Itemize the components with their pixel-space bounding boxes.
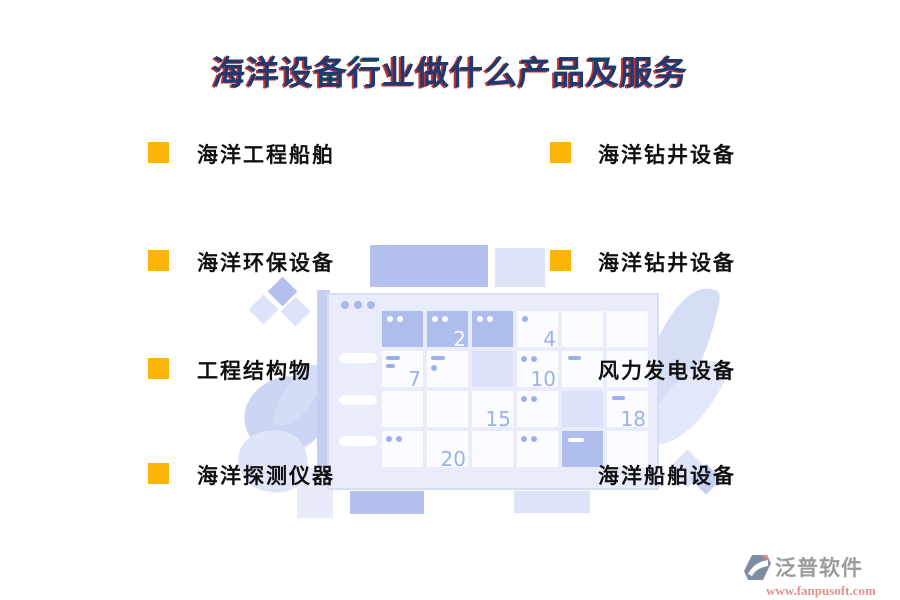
calendar-illustration: 2 4 7 10 <box>327 293 659 490</box>
calendar-day: 2 <box>453 327 466 351</box>
calendar-cell <box>607 311 648 347</box>
deco-rect-bottom-light <box>514 491 590 513</box>
bullet-square <box>148 142 169 163</box>
calendar-day: 18 <box>620 407 646 431</box>
calendar-cell <box>472 351 513 387</box>
deco-strip-left <box>317 290 330 516</box>
calendar-cell <box>607 431 648 467</box>
brand-name: 泛普软件 <box>775 556 863 580</box>
calendar-cell: 10 <box>517 351 558 391</box>
brand-url: www.fanpusoft.com <box>766 583 876 598</box>
calendar-cell <box>562 391 603 427</box>
calendar-cell <box>517 391 558 427</box>
calendar-cell <box>607 351 648 387</box>
calendar-side-pill <box>339 353 377 363</box>
bullet-square <box>550 250 571 271</box>
bullet-square <box>148 358 169 379</box>
deco-rect-top <box>370 245 488 287</box>
item-left-2: 海洋环保设备 <box>197 251 335 275</box>
calendar-cell: 2 <box>427 311 468 351</box>
calendar-cell <box>472 431 513 467</box>
calendar-cell <box>382 311 423 347</box>
calendar-day: 7 <box>408 367 421 391</box>
bullet-square <box>148 463 169 484</box>
calendar-cell <box>427 391 468 427</box>
item-right-2: 海洋钻井设备 <box>598 251 736 275</box>
bullet-square <box>550 142 571 163</box>
calendar-cell <box>472 311 513 347</box>
window-dot <box>354 301 362 309</box>
calendar-cell: 18 <box>607 391 648 431</box>
calendar-cell <box>562 311 603 347</box>
item-right-3: 风力发电设备 <box>598 359 736 383</box>
calendar-cell: 4 <box>517 311 558 351</box>
item-left-1: 海洋工程船舶 <box>197 143 335 167</box>
item-left-4: 海洋探测仪器 <box>197 464 335 488</box>
page-title: 海洋设备行业做什么产品及服务 <box>212 56 688 92</box>
calendar-day: 4 <box>543 327 556 351</box>
calendar-cell <box>382 431 423 467</box>
deco-diamond-light-1 <box>248 294 279 325</box>
calendar-day: 10 <box>530 367 556 391</box>
calendar-cell <box>517 431 558 467</box>
item-right-4: 海洋船舶设备 <box>598 464 736 488</box>
calendar-day: 20 <box>440 447 466 471</box>
calendar-side-pill <box>339 436 377 446</box>
calendar-cell: 15 <box>472 391 513 431</box>
calendar-grid: 2 4 7 10 <box>382 311 648 471</box>
deco-rect-bottom-dark <box>350 491 424 514</box>
calendar-cell: 7 <box>382 351 423 391</box>
calendar-side-pill <box>339 395 377 405</box>
window-dot <box>367 301 375 309</box>
calendar-cell <box>562 431 603 467</box>
item-left-3: 工程结构物 <box>197 359 312 383</box>
bullet-square <box>148 250 169 271</box>
calendar-cell <box>382 391 423 427</box>
calendar-cell <box>427 351 468 387</box>
calendar-day: 15 <box>485 407 511 431</box>
deco-rect-top-light <box>495 248 545 287</box>
brand-logo-icon <box>744 554 771 581</box>
calendar-cell <box>562 351 603 387</box>
window-dot <box>341 301 349 309</box>
item-right-1: 海洋钻井设备 <box>598 143 736 167</box>
calendar-cell: 20 <box>427 431 468 471</box>
brand-watermark: 泛普软件 www.fanpusoft.com <box>744 552 896 599</box>
